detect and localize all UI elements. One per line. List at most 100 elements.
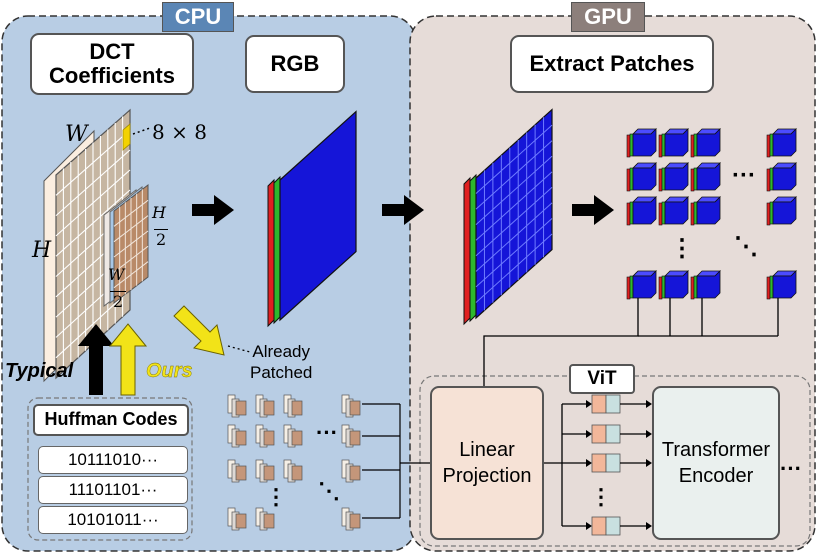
token-embedding	[605, 453, 621, 473]
rgb-volume-green-layer	[273, 175, 281, 325]
huffman-codes-title: Huffman Codes	[33, 404, 189, 436]
half-width-denominator: 2	[110, 291, 127, 311]
extract-diag-dots: ⋱	[734, 233, 758, 260]
gpu-patch-bottom-green	[693, 275, 698, 299]
patch-connector	[483, 298, 639, 386]
gpu-patch-green	[693, 201, 698, 225]
gpu-patch-blue	[772, 128, 797, 157]
huffman-region	[27, 397, 193, 541]
dct-height-label: H	[32, 238, 52, 263]
gpu-rgb-volume-grid-line	[475, 187, 553, 257]
gpu-patch-red	[658, 202, 663, 226]
gpu-patch-red	[690, 202, 695, 226]
already-patched-block-cr	[263, 513, 275, 529]
token-in-head	[586, 400, 592, 408]
gpu-patch-green	[693, 133, 698, 157]
gpu-patch-red	[766, 202, 771, 226]
gpu-patch-green	[661, 167, 666, 191]
huffman-code-3: 10101011···	[38, 506, 188, 534]
gpu-patch-bottom-red	[626, 276, 631, 300]
gpu-rgb-volume-grid-line	[475, 233, 553, 303]
gpu-patch-blue	[632, 196, 657, 225]
gpu-patch-green	[629, 201, 634, 225]
token-in-head	[586, 430, 592, 438]
already-patched-block-cr	[291, 465, 303, 481]
arrow-cpu-to-gpu	[382, 195, 424, 225]
patched-row-dots: ···	[316, 420, 338, 445]
already-patched-block-cr	[291, 430, 303, 446]
already-patched-block-cr	[263, 465, 275, 481]
patched-col-dots: ⋮	[265, 484, 287, 509]
extract-col-dots: ⋮	[670, 235, 694, 262]
dct-block-pointer	[132, 127, 151, 135]
gpu-patch-bottom-red	[658, 276, 663, 300]
token-position	[591, 516, 607, 536]
half-height-denominator: 2	[154, 229, 169, 249]
token-embedding	[605, 394, 621, 414]
gpu-patch-bottom-green	[769, 275, 774, 299]
gpu-patch-green	[661, 133, 666, 157]
gpu-patch-green	[629, 167, 634, 191]
gpu-patch-blue	[772, 162, 797, 191]
rgb-volume-blue-face	[279, 110, 357, 322]
transformer-encoder-block: Transformer Encoder	[652, 386, 780, 540]
gpu-patch-green	[693, 167, 698, 191]
gpu-patch-red	[626, 202, 631, 226]
already-patched-block-cr	[349, 400, 361, 416]
gpu-patch-red	[690, 134, 695, 158]
gpu-patch-green	[661, 201, 666, 225]
token-position	[591, 453, 607, 473]
gpu-patch-blue	[632, 162, 657, 191]
already-patched-block-cr	[349, 430, 361, 446]
already-patched-block-cr	[235, 513, 247, 529]
typical-label: Typical	[5, 360, 74, 382]
token-embedding	[605, 424, 621, 444]
gpu-patch-green	[629, 133, 634, 157]
gpu-patch-red	[766, 134, 771, 158]
patched-diag-dots: ⋱	[318, 478, 340, 503]
token-embedding	[605, 516, 621, 536]
gpu-patch-red	[658, 168, 663, 192]
typical-arrow	[78, 324, 114, 395]
arrow-dct-to-rgb	[192, 195, 234, 225]
cpu-tag: CPU	[162, 2, 234, 32]
gpu-rgb-volume-green-layer	[469, 173, 477, 323]
gpu-patch-bottom-blue	[772, 270, 797, 299]
already-patched-arrow	[173, 305, 225, 356]
gpu-patch-blue	[696, 128, 721, 157]
gpu-rgb-volume-grid-line	[475, 218, 553, 288]
gpu-patch-blue	[696, 196, 721, 225]
already-patched-pointer	[227, 345, 251, 353]
arrow-extract	[572, 195, 614, 225]
gpu-patch-bottom-blue	[664, 270, 689, 299]
already-patched-block-cr	[291, 400, 303, 416]
gpu-rgb-volume-grid-line	[475, 202, 553, 272]
already-patched-block-cr	[263, 400, 275, 416]
gpu-patch-bottom-green	[629, 275, 634, 299]
gpu-patch-blue	[664, 162, 689, 191]
already-patched-label: Already Patched	[250, 342, 313, 383]
gpu-patch-red	[766, 168, 771, 192]
gpu-patch-green	[769, 201, 774, 225]
gpu-patch-red	[626, 134, 631, 158]
extract-patches-title: Extract Patches	[510, 35, 714, 93]
token-position	[591, 394, 607, 414]
huffman-code-2: 11101101···	[38, 476, 188, 504]
gpu-tag: GPU	[571, 2, 645, 32]
dct-coefficients-title: DCT Coefficients	[30, 33, 194, 95]
gpu-patch-green	[769, 133, 774, 157]
token-out-head	[646, 430, 652, 438]
rgb-volume-red-layer	[267, 178, 275, 328]
half-width-numerator: W	[108, 265, 125, 284]
dct-grid-line	[55, 289, 131, 359]
dct-block-size-label: 8 × 8	[152, 120, 207, 144]
already-patched-block-cr	[235, 465, 247, 481]
already-patched-block-cr	[235, 430, 247, 446]
token-out-head	[646, 522, 652, 530]
linear-projection-block: Linear Projection	[430, 386, 544, 540]
gpu-rgb-volume-grid-line	[475, 171, 553, 241]
ours-label: Ours	[146, 360, 193, 382]
token-out-head	[646, 459, 652, 467]
gpu-rgb-volume-grid-line	[475, 140, 553, 210]
gpu-rgb-volume-grid-line	[475, 155, 553, 226]
